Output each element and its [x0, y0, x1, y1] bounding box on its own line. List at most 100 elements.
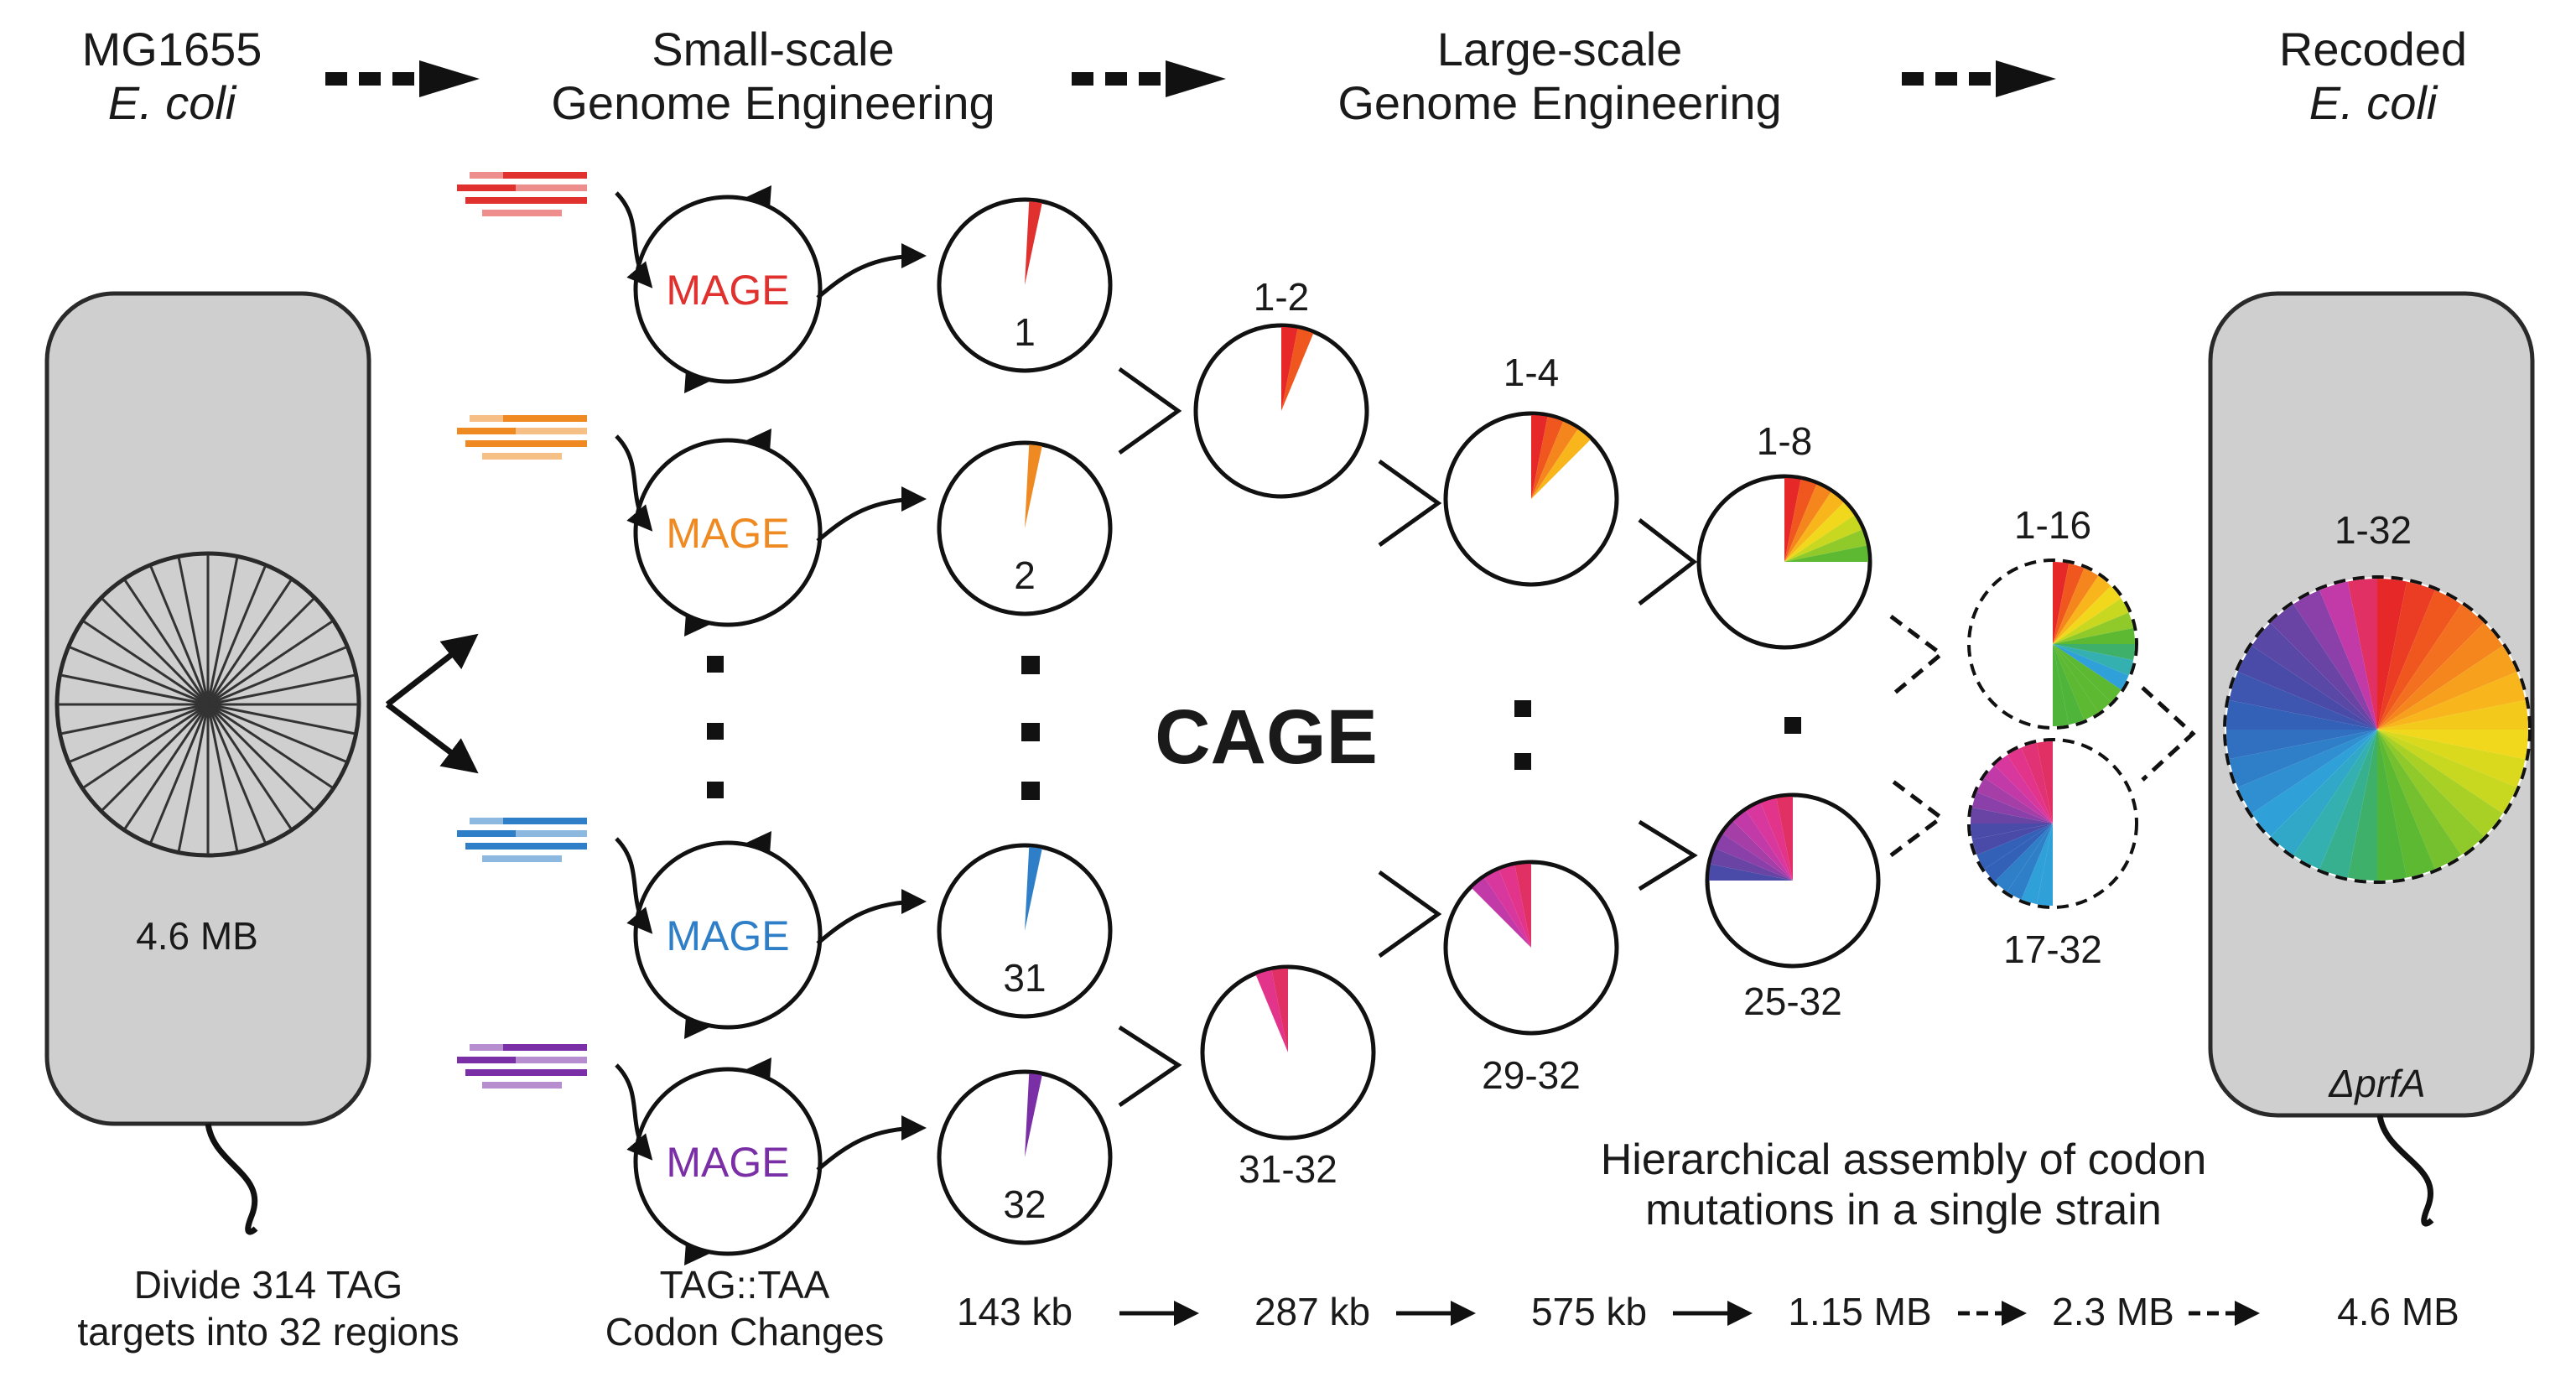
header: MG1655 E. coli Small-scale Genome Engine…: [82, 23, 2467, 129]
header-end-title: Recoded: [2279, 23, 2467, 75]
assembled-region-wedge: [1760, 798, 1793, 881]
region-divider: [101, 703, 210, 811]
cycle-arrowhead: [684, 613, 709, 637]
size-progression: 143 kb 287 kb 575 kb 1.15 MB 2.3 MB 4.6 …: [957, 1290, 2459, 1333]
assembled-region-wedge: [1271, 969, 1288, 1052]
region-number: 32: [1003, 1182, 1046, 1226]
assembled-region-wedge: [1715, 834, 1793, 881]
hierarchical-note-line2: mutations in a single strain: [1645, 1186, 2162, 1234]
region-divider: [206, 558, 239, 705]
header-arrow-2: [1072, 60, 1226, 97]
recoded-region-wedge: [2377, 579, 2407, 730]
stage-label-29-32: 29-32: [1482, 1053, 1581, 1097]
pie-31-32: [1200, 964, 1376, 1141]
assembled-region-wedge: [2036, 741, 2053, 824]
cycle-arrowhead: [684, 370, 709, 393]
assembled-region-wedge: [2053, 585, 2122, 644]
assembled-region-wedge: [1531, 421, 1578, 499]
region-divider: [206, 565, 267, 705]
mage-output-arrow: [816, 486, 927, 543]
header-large-scale-subtitle: Genome Engineering: [1337, 76, 1781, 129]
oligo-pool-icon: [457, 818, 587, 862]
size-2-3MB: 2.3 MB: [2052, 1290, 2174, 1333]
size-287kb: 287 kb: [1254, 1290, 1370, 1333]
assembled-region-wedge: [2053, 644, 2134, 676]
region-divider: [177, 558, 210, 705]
stage-label-1-8: 1-8: [1757, 419, 1812, 463]
header-arrow-3: [1902, 60, 2056, 97]
assembled-region-wedge: [1971, 807, 2053, 824]
size-1-15MB: 1.15 MB: [1788, 1290, 1931, 1333]
assembled-region-wedge: [1976, 777, 2053, 824]
assembled-region-wedge: [1710, 848, 1793, 881]
assembled-region-wedge: [1984, 824, 2053, 882]
assembled-region-wedge: [2053, 563, 2085, 644]
region-divider: [69, 646, 209, 706]
region-number: 2: [1014, 553, 1036, 597]
recoded-region-wedge: [2347, 579, 2377, 730]
recoded-region-wedge: [2377, 604, 2485, 730]
recoded-region-wedge: [2377, 730, 2528, 760]
region-divider: [123, 579, 210, 705]
assembled-region-wedge: [2053, 644, 2099, 720]
header-start-subtitle: E. coli: [108, 76, 237, 129]
divide-note-line1: Divide 314 TAG: [134, 1263, 402, 1307]
assembled-region-wedge: [2053, 612, 2134, 644]
pie-1-2: [1193, 323, 1369, 499]
oligo-pool-icon: [457, 415, 587, 460]
region-divider: [83, 703, 209, 789]
cycle-arrowhead: [684, 1242, 709, 1265]
header-start-title: MG1655: [82, 23, 262, 75]
stage-label-1-4: 1-4: [1504, 351, 1559, 394]
header-small-scale-title: Small-scale: [652, 23, 894, 75]
recoded-region-wedge: [2377, 699, 2528, 730]
recoded-region-wedge: [2377, 581, 2435, 730]
assembled-region-wedge: [2007, 747, 2053, 824]
oligo-input-arrow: [615, 837, 653, 934]
recoded-region-wedge: [2377, 730, 2435, 878]
assembled-region-wedge: [1784, 515, 1862, 562]
recoded-region-wedge: [2319, 581, 2377, 730]
pie-25-32: [1705, 792, 1881, 969]
stage-label-31-32: 31-32: [1239, 1147, 1337, 1191]
stage-label-25-32: 25-32: [1743, 979, 1842, 1023]
recoded-region-wedge: [2377, 645, 2517, 730]
mage-cycle-circle: [633, 840, 823, 1030]
oligo-input-arrow: [615, 434, 653, 532]
assembled-region-wedge: [1498, 865, 1531, 948]
recoded-region-wedge: [2226, 730, 2377, 760]
header-end-subtitle: E. coli: [2309, 76, 2438, 129]
assembled-region-wedge: [1971, 824, 2053, 855]
region-divider: [123, 704, 210, 829]
recoded-region-wedge: [2377, 730, 2462, 870]
ellipsis-dots: [707, 656, 1801, 800]
cycle-arrowhead: [684, 1016, 709, 1039]
cage-label: CAGE: [1155, 694, 1378, 780]
region-divider: [206, 598, 314, 706]
assembled-region-wedge: [1994, 824, 2053, 892]
hierarchical-note-line1: Hierarchical assembly of codon: [1601, 1135, 2207, 1184]
mage-row: MAGE 2: [457, 415, 1113, 637]
assembled-region-wedge: [2021, 742, 2053, 824]
codon-note-line1: TAG::TAA: [660, 1263, 830, 1307]
pie-29-32: [1443, 860, 1619, 1036]
oligo-pool-icon: [457, 172, 587, 216]
size-575kb: 575 kb: [1531, 1290, 1647, 1333]
assembled-region-wedge: [1472, 877, 1531, 948]
pie-17-32: [1967, 738, 2138, 909]
recoded-region-wedge: [2377, 730, 2526, 787]
region-divider: [206, 704, 267, 844]
recoded-region-wedge: [2237, 645, 2377, 730]
assembled-region-wedge: [1722, 821, 1793, 881]
genome-region-divisions: [59, 555, 357, 854]
region-number: 31: [1003, 956, 1046, 1000]
assembled-region-wedge: [2053, 627, 2135, 644]
size-143kb: 143 kb: [957, 1290, 1072, 1333]
assembled-region-wedge: [1784, 484, 1831, 562]
mage-label: MAGE: [666, 510, 789, 557]
assembled-region-wedge: [1709, 864, 1793, 881]
divide-note-line2: targets into 32 regions: [77, 1310, 459, 1354]
